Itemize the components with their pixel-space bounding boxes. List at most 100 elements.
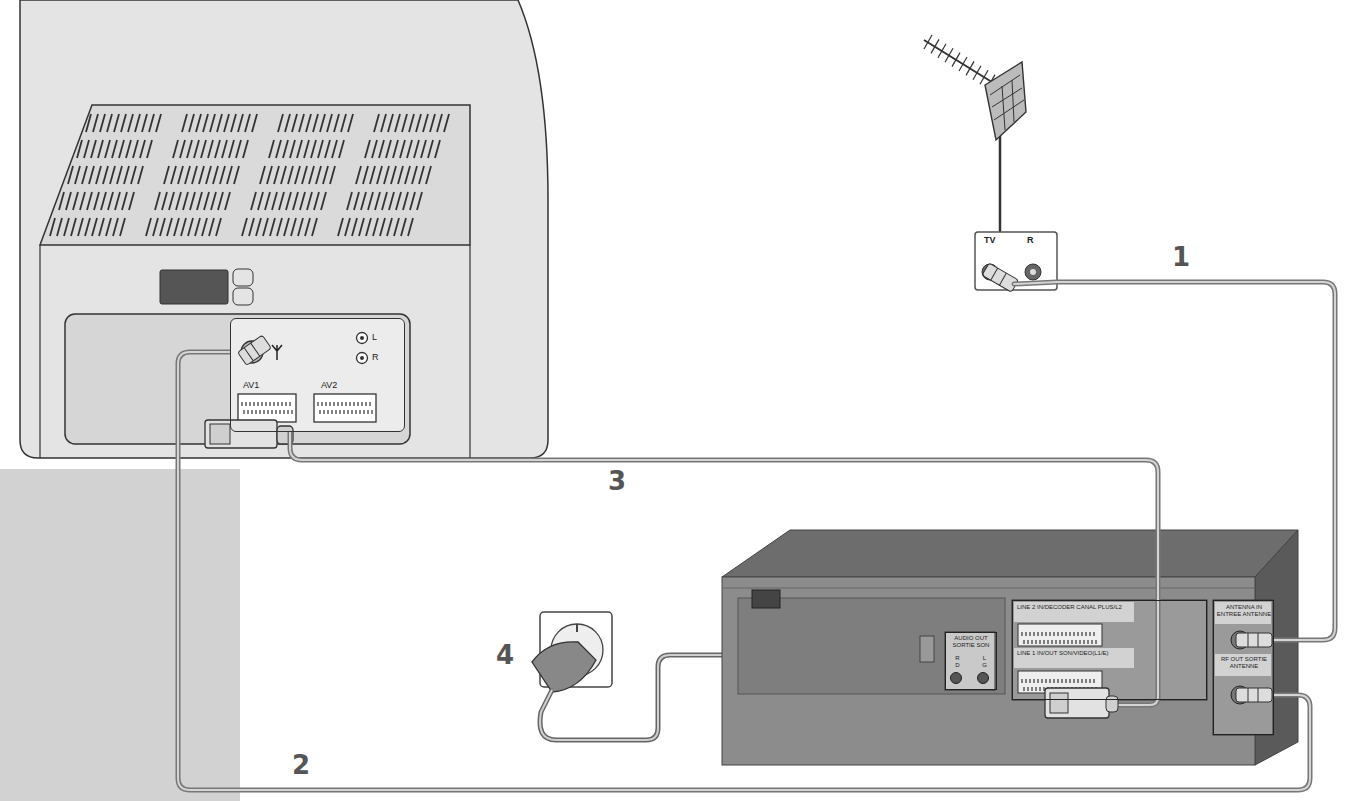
stroke — [304, 140, 309, 158]
stroke — [98, 140, 103, 158]
stroke — [247, 410, 248, 414]
stroke — [277, 218, 282, 236]
stroke — [293, 192, 298, 210]
stroke — [100, 114, 105, 132]
stroke — [249, 402, 250, 406]
audio-jack — [951, 673, 962, 684]
stroke — [167, 218, 172, 236]
vcr-ridge — [722, 588, 1255, 589]
cable-stroke — [178, 352, 1310, 790]
stroke — [194, 140, 199, 158]
stroke — [251, 192, 256, 210]
stroke — [386, 140, 391, 158]
stroke — [267, 410, 268, 414]
stroke — [201, 140, 206, 158]
stroke — [311, 140, 316, 158]
stroke — [216, 218, 221, 236]
stroke — [1053, 679, 1054, 683]
stroke — [407, 140, 412, 158]
stroke — [348, 114, 353, 132]
stroke — [245, 114, 250, 132]
stroke — [1059, 640, 1060, 644]
stroke — [428, 140, 433, 158]
stroke — [273, 402, 274, 406]
stroke — [140, 140, 145, 158]
stroke — [126, 140, 131, 158]
stroke — [334, 114, 339, 132]
stroke — [382, 192, 387, 210]
antenna-plug — [1236, 633, 1272, 647]
stroke — [318, 140, 323, 158]
stroke — [224, 114, 229, 132]
vcr-scart-panel: LINE 2 IN/DECODER CANAL PLUS/L2LINE 1 IN… — [1012, 600, 1207, 700]
stroke — [283, 140, 288, 158]
stroke — [202, 218, 207, 236]
stroke — [1077, 632, 1078, 636]
stroke — [345, 402, 346, 406]
connector-label: AV2 — [321, 380, 337, 390]
stroke — [176, 192, 181, 210]
stroke — [117, 166, 122, 184]
stroke — [251, 410, 252, 414]
connector-label: AUDIO OUT SORTIE SON — [947, 635, 995, 649]
stroke — [57, 218, 62, 236]
stroke — [241, 402, 242, 406]
scart-plug — [205, 420, 293, 448]
stroke — [1037, 679, 1038, 683]
stroke — [147, 140, 152, 158]
stroke — [980, 70, 988, 84]
stroke — [227, 166, 232, 184]
stroke — [173, 140, 178, 158]
stroke — [327, 114, 332, 132]
stroke — [307, 192, 312, 210]
stroke — [135, 114, 140, 132]
stroke — [256, 218, 261, 236]
cable-stroke — [290, 432, 1158, 600]
stroke — [86, 114, 91, 132]
connector-label: R — [1027, 235, 1034, 245]
stroke — [1027, 687, 1028, 691]
stroke — [275, 410, 276, 414]
stroke — [412, 166, 417, 184]
stroke — [196, 114, 201, 132]
stroke — [1073, 632, 1074, 636]
stroke — [190, 192, 195, 210]
stroke — [252, 114, 257, 132]
stroke — [182, 114, 187, 132]
stroke — [306, 114, 311, 132]
stroke — [1065, 679, 1066, 683]
stroke — [380, 218, 385, 236]
stroke — [243, 410, 244, 414]
stroke — [421, 140, 426, 158]
stroke — [325, 402, 326, 406]
stroke — [1035, 687, 1036, 691]
stroke — [105, 140, 110, 158]
antenna-plug — [1236, 688, 1272, 702]
stroke — [142, 114, 147, 132]
connector-label: L — [372, 332, 377, 342]
stroke — [1079, 640, 1080, 644]
stroke — [357, 402, 358, 406]
stroke — [375, 192, 380, 210]
connector-label: ANTENNA IN ENTREE ANTENNE — [1216, 604, 1272, 618]
stroke — [945, 48, 953, 62]
stroke — [231, 114, 236, 132]
stroke — [91, 140, 96, 158]
stroke — [211, 192, 216, 210]
stroke — [112, 140, 117, 158]
stroke — [327, 410, 328, 414]
stroke — [93, 114, 98, 132]
tv-edge — [39, 245, 40, 458]
cable — [178, 352, 1310, 790]
stroke — [96, 166, 101, 184]
stroke — [278, 114, 283, 132]
stroke — [1081, 679, 1082, 683]
stroke — [174, 218, 179, 236]
stroke — [331, 410, 332, 414]
stroke — [1051, 640, 1052, 644]
stroke — [225, 192, 230, 210]
stroke — [108, 192, 113, 210]
stroke — [353, 402, 354, 406]
stroke — [298, 218, 303, 236]
stroke — [153, 218, 158, 236]
